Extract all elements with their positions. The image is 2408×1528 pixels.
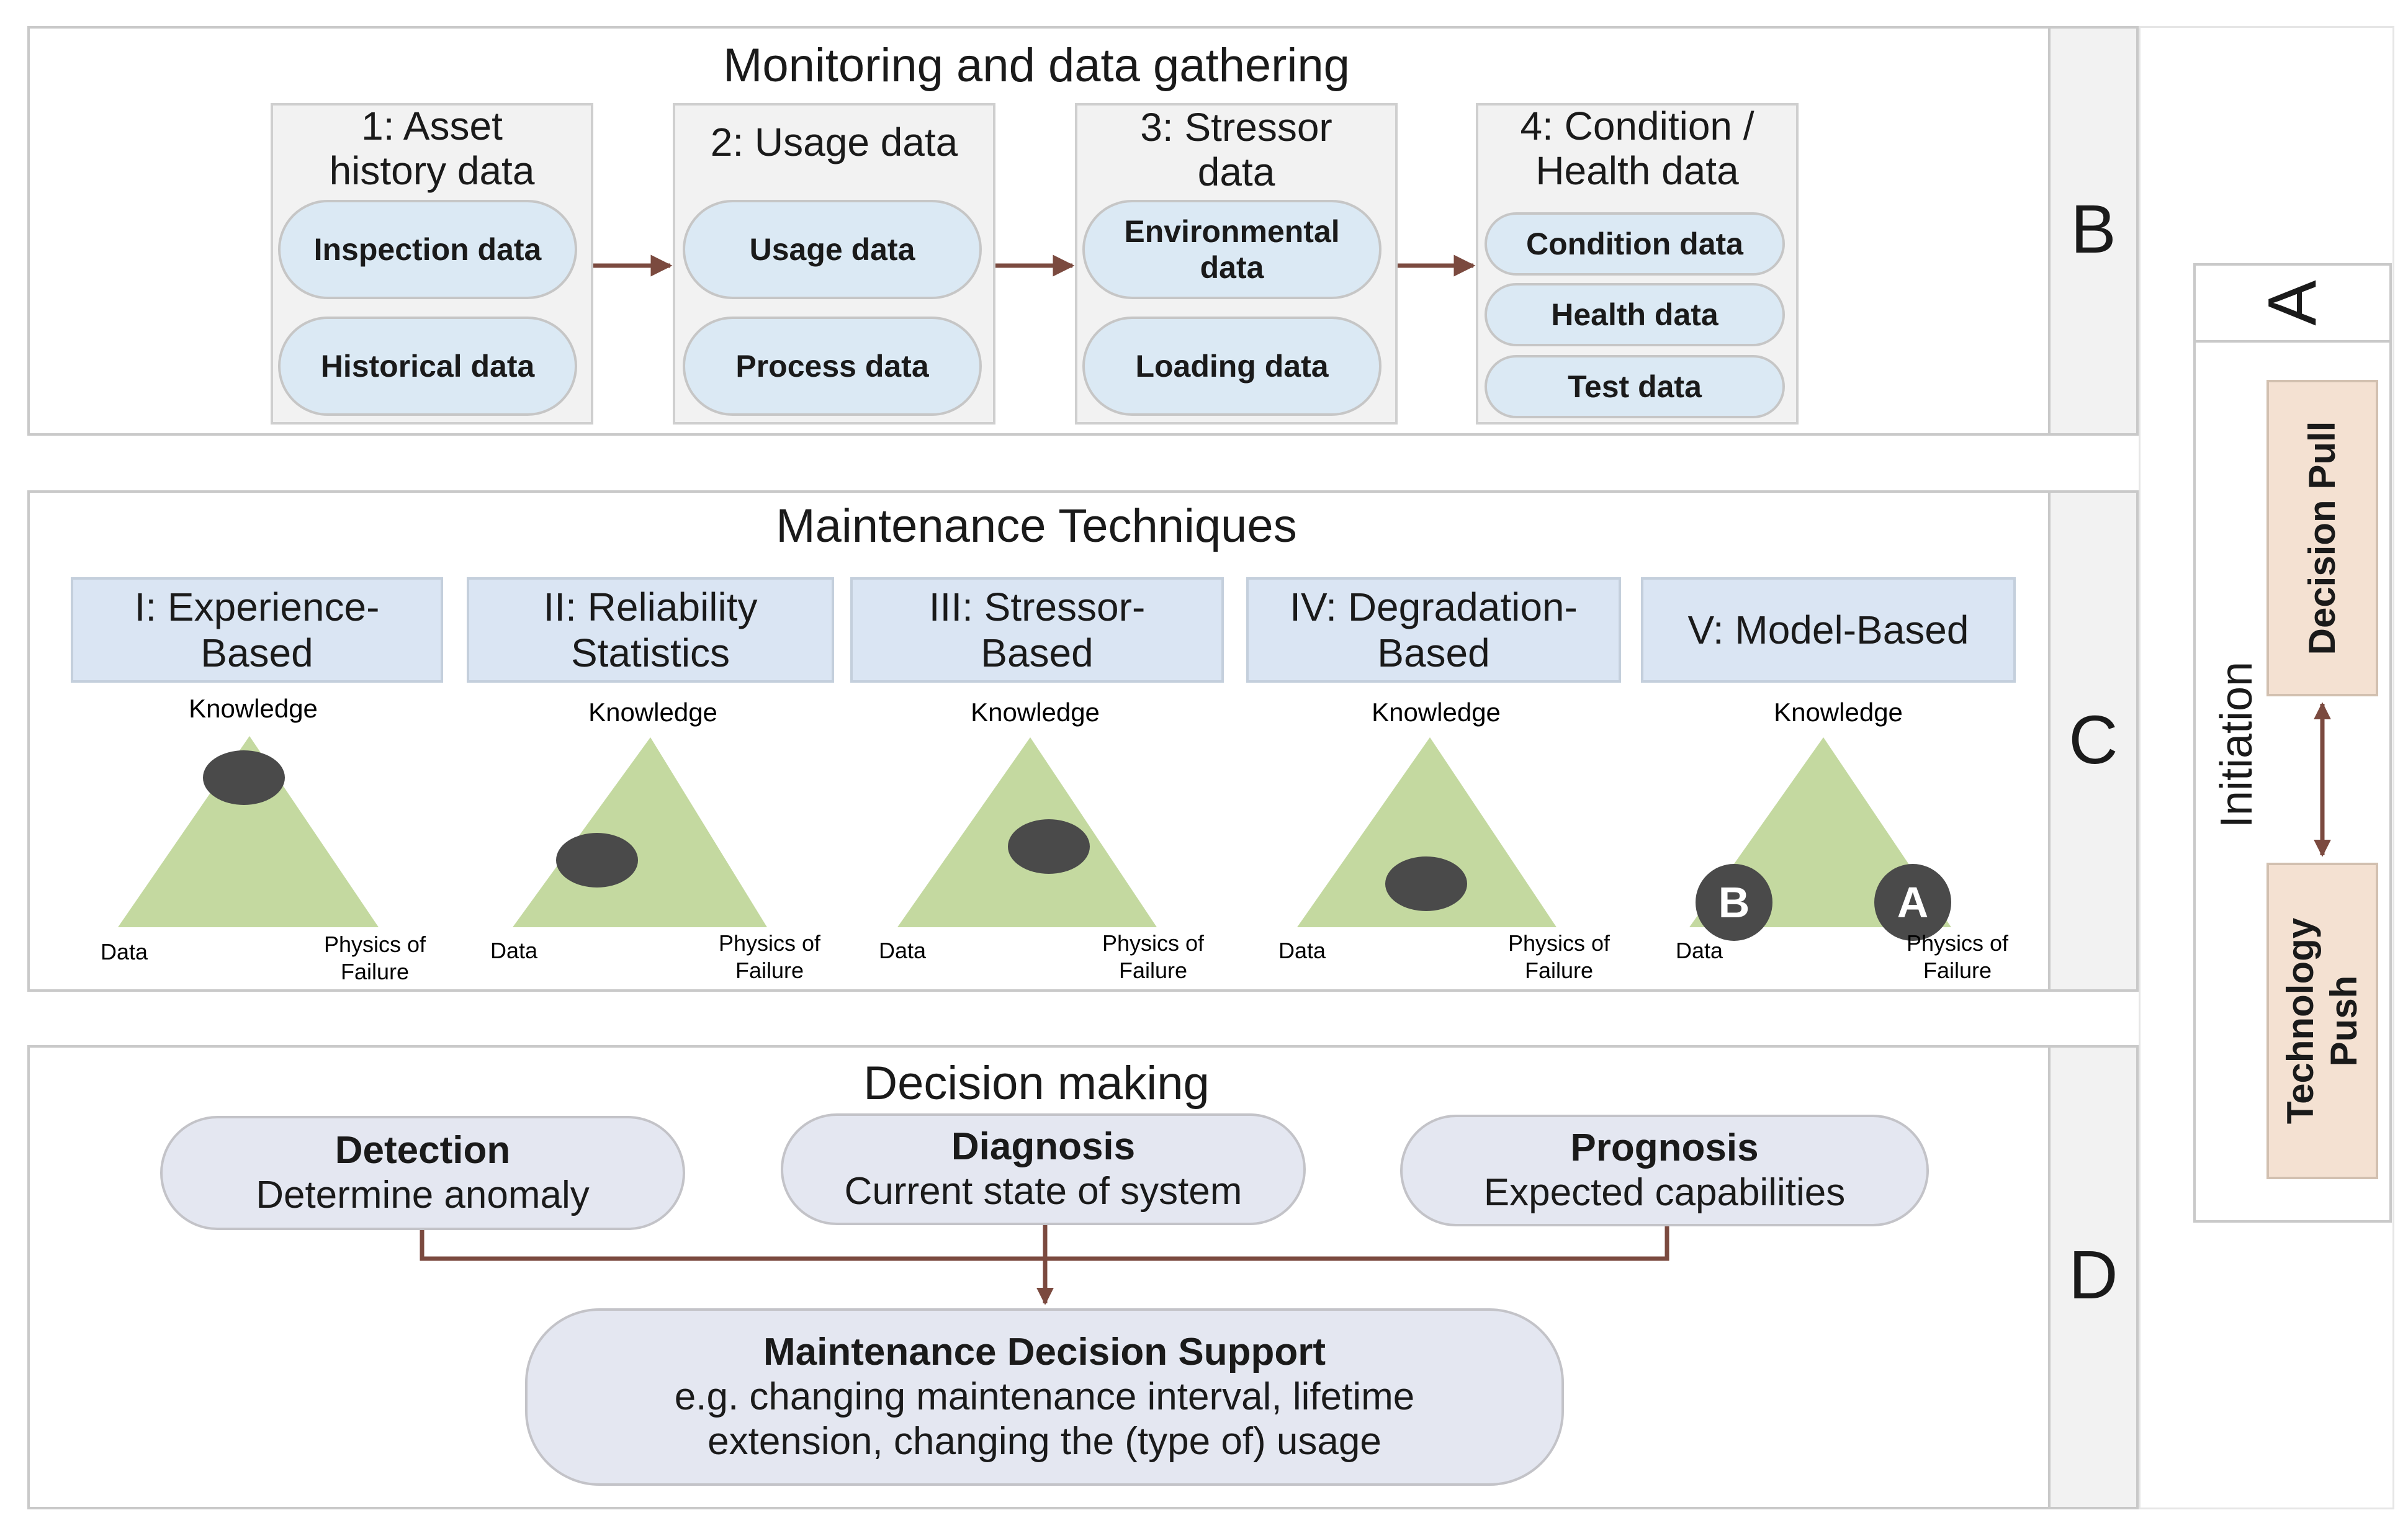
position-marker — [1385, 856, 1467, 911]
label-data: Data — [490, 938, 538, 963]
label-data: Data — [101, 939, 148, 964]
initiation-header-divider — [2193, 340, 2392, 343]
usage-title-line1: 2: Usage data — [710, 120, 958, 164]
triangle-degradation: Knowledge Data Physics of Failure — [1278, 698, 1611, 983]
label-physics-line2: Failure — [1525, 958, 1593, 983]
marker-b — [1696, 864, 1772, 941]
technique-reliability-statistics: II: Reliability Statistics — [467, 577, 834, 683]
triangle-model: B A Knowledge Data Physics of Failure — [1676, 698, 2009, 983]
technique-degradation-line2: Based — [1377, 631, 1490, 675]
label-data: Data — [1278, 938, 1326, 963]
label-knowledge: Knowledge — [189, 694, 318, 723]
support-line2: extension, changing the (type of) usage — [708, 1420, 1381, 1463]
triangle-reliability: Knowledge Data Physics of Failure — [490, 698, 821, 983]
technology-push-box: Technology Push — [2266, 863, 2378, 1179]
inspection-data-pill: Inspection data — [278, 200, 577, 299]
technique-degradation-line1: IV: Degradation- — [1290, 585, 1578, 629]
decision-side-strip — [2048, 1045, 2139, 1509]
asset-history-title-line2: history data — [329, 148, 535, 193]
knowledge-triangle — [118, 736, 379, 927]
technique-experience-based: I: Experience- Based — [71, 577, 443, 683]
technique-stressor-line1: III: Stressor- — [928, 585, 1146, 629]
asset-history-title-line1: 1: Asset — [361, 104, 503, 148]
prognosis-title: Prognosis — [1570, 1126, 1759, 1169]
technique-experience-line2: Based — [200, 631, 313, 675]
maintenance-decision-support-pill: Maintenance Decision Support e.g. changi… — [525, 1308, 1564, 1486]
technique-degradation-based: IV: Degradation- Based — [1246, 577, 1621, 683]
historical-data-pill: Historical data — [278, 317, 577, 416]
monitoring-title: Monitoring and data gathering — [723, 39, 1350, 92]
label-physics-line1: Physics of — [1508, 930, 1611, 956]
technique-experience-line1: I: Experience- — [134, 585, 380, 629]
marker-a-label: A — [1897, 878, 1929, 927]
triangle-stressor: Knowledge Data Physics of Failure — [879, 698, 1205, 983]
marker-a — [1874, 864, 1951, 941]
label-data: Data — [879, 938, 927, 963]
marker-b-label: B — [1718, 878, 1750, 927]
support-title: Maintenance Decision Support — [763, 1331, 1326, 1373]
connector-prognosis — [1045, 1226, 1669, 1261]
technique-model-line1: V: Model-Based — [1687, 608, 1969, 652]
technique-reliability-line2: Statistics — [570, 631, 730, 675]
stressor-title-line2: data — [1197, 150, 1275, 194]
decision-pull-box: Decision Pull — [2266, 380, 2378, 696]
label-physics-line1: Physics of — [1102, 930, 1205, 956]
knowledge-triangle — [1297, 737, 1557, 927]
loading-data-pill: Loading data — [1082, 317, 1381, 416]
label-physics-line2: Failure — [1119, 958, 1187, 983]
label-physics-line1: Physics of — [719, 930, 821, 956]
detection-title: Detection — [335, 1129, 511, 1172]
condition-data-pill: Condition data — [1485, 212, 1785, 276]
label-physics-line2: Failure — [341, 959, 409, 984]
support-line1: e.g. changing maintenance interval, life… — [674, 1375, 1415, 1418]
stressor-title-line1: 3: Stressor — [1140, 105, 1332, 150]
label-physics-line2: Failure — [1923, 958, 1992, 983]
detection-pill: Detection Determine anomaly — [160, 1116, 685, 1230]
condition-health-title-line2: Health data — [1535, 148, 1739, 193]
detection-subtitle: Determine anomaly — [256, 1174, 590, 1216]
environmental-data-pill: Environmental data — [1082, 200, 1381, 299]
test-data-pill: Test data — [1485, 355, 1785, 418]
label-physics-line2: Failure — [735, 958, 804, 983]
health-data-pill: Health data — [1485, 283, 1785, 346]
condition-health-title-line1: 4: Condition / — [1520, 104, 1754, 148]
prognosis-subtitle: Expected capabilities — [1483, 1171, 1846, 1214]
diagnosis-pill: Diagnosis Current state of system — [781, 1113, 1306, 1225]
diagnosis-title: Diagnosis — [951, 1125, 1136, 1168]
decision-title: Decision making — [863, 1057, 1210, 1110]
section-letter-d: D — [2069, 1237, 2118, 1313]
technique-model-based: V: Model-Based — [1641, 577, 2016, 683]
initiation-outer-frame — [2139, 26, 2394, 1509]
techniques-side-strip — [2048, 490, 2139, 992]
position-marker — [203, 750, 285, 805]
label-knowledge: Knowledge — [1372, 698, 1501, 727]
section-letter-c: C — [2069, 702, 2118, 778]
triangle-experience: Knowledge Data Physics of Failure — [101, 694, 426, 984]
connector-detection — [420, 1226, 1045, 1261]
monitoring-side-strip — [2048, 26, 2139, 436]
label-knowledge: Knowledge — [971, 698, 1100, 727]
usage-data-pill: Usage data — [683, 200, 982, 299]
section-letter-b: B — [2070, 191, 2116, 267]
label-physics-line1: Physics of — [324, 932, 426, 957]
technique-stressor-based: III: Stressor- Based — [850, 577, 1224, 683]
technique-stressor-line2: Based — [981, 631, 1094, 675]
position-marker — [1008, 819, 1090, 874]
label-data: Data — [1676, 938, 1723, 963]
label-knowledge: Knowledge — [588, 698, 717, 727]
prognosis-pill: Prognosis Expected capabilities — [1400, 1115, 1929, 1226]
diagnosis-subtitle: Current state of system — [844, 1170, 1242, 1213]
technique-reliability-line1: II: Reliability — [543, 585, 758, 629]
label-physics-line1: Physics of — [1907, 930, 2009, 956]
position-marker — [556, 833, 638, 888]
process-data-pill: Process data — [683, 317, 982, 416]
label-knowledge: Knowledge — [1774, 698, 1903, 727]
techniques-title: Maintenance Techniques — [776, 500, 1297, 552]
